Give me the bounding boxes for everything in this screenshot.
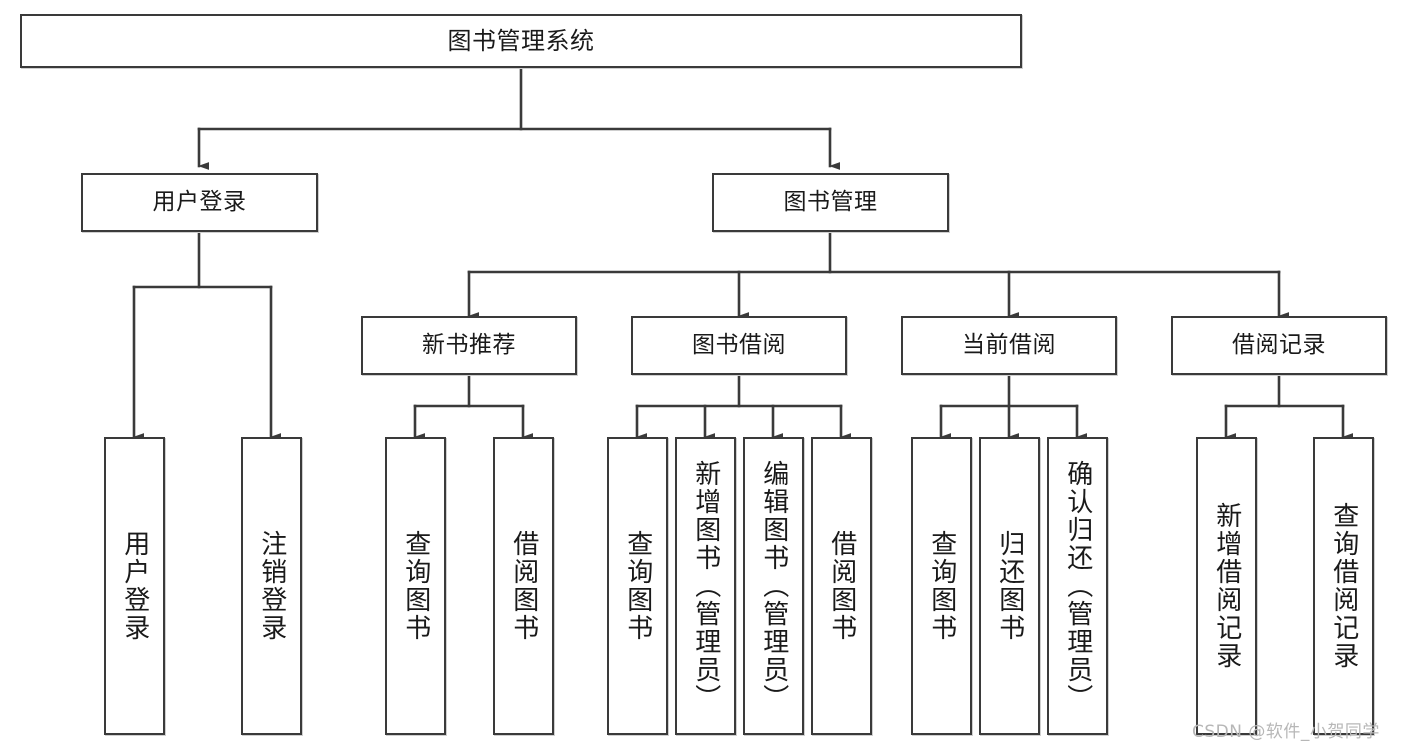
- node-root-label: 图书管理系统: [447, 26, 595, 55]
- node-new-book-recommend-label: 新书推荐: [422, 331, 516, 358]
- node-leaf-add-book[interactable]: 新增图书（管理员）: [675, 437, 736, 735]
- node-leaf-borrow-book-2-label: 借阅图书: [826, 530, 857, 642]
- node-leaf-edit-book-label: 编辑图书（管理员）: [758, 460, 789, 712]
- node-book-manage[interactable]: 图书管理: [712, 173, 949, 232]
- node-leaf-query-book-2[interactable]: 查询图书: [607, 437, 668, 735]
- node-borrow-record[interactable]: 借阅记录: [1171, 316, 1387, 375]
- node-leaf-query-book-3[interactable]: 查询图书: [911, 437, 972, 735]
- node-borrow-record-label: 借阅记录: [1232, 331, 1326, 358]
- node-leaf-confirm-return[interactable]: 确认归还（管理员）: [1047, 437, 1108, 735]
- node-leaf-user-login[interactable]: 用户登录: [104, 437, 165, 735]
- node-user-login[interactable]: 用户登录: [81, 173, 318, 232]
- node-leaf-query-book-3-label: 查询图书: [926, 530, 957, 642]
- node-leaf-add-record[interactable]: 新增借阅记录: [1196, 437, 1257, 735]
- node-user-login-label: 用户登录: [152, 188, 247, 215]
- node-leaf-logout-login-label: 注销登录: [256, 530, 287, 642]
- node-leaf-return-book-label: 归还图书: [994, 530, 1025, 642]
- node-leaf-return-book[interactable]: 归还图书: [979, 437, 1040, 735]
- node-book-borrow[interactable]: 图书借阅: [631, 316, 847, 375]
- node-leaf-borrow-book-2[interactable]: 借阅图书: [811, 437, 872, 735]
- node-book-borrow-label: 图书借阅: [692, 331, 786, 358]
- node-current-borrow[interactable]: 当前借阅: [901, 316, 1117, 375]
- node-leaf-borrow-book-1[interactable]: 借阅图书: [493, 437, 554, 735]
- node-leaf-user-login-label: 用户登录: [119, 530, 150, 642]
- node-leaf-query-book-1-label: 查询图书: [400, 530, 431, 642]
- node-leaf-query-record-label: 查询借阅记录: [1328, 502, 1359, 670]
- node-new-book-recommend[interactable]: 新书推荐: [361, 316, 577, 375]
- node-book-manage-label: 图书管理: [783, 188, 878, 215]
- node-current-borrow-label: 当前借阅: [962, 331, 1056, 358]
- node-leaf-confirm-return-label: 确认归还（管理员）: [1062, 460, 1093, 712]
- node-leaf-logout-login[interactable]: 注销登录: [241, 437, 302, 735]
- node-root[interactable]: 图书管理系统: [20, 14, 1022, 68]
- node-leaf-query-record[interactable]: 查询借阅记录: [1313, 437, 1374, 735]
- csdn-watermark: CSDN @软件_小贺同学: [1192, 722, 1380, 742]
- node-leaf-add-book-label: 新增图书（管理员）: [690, 460, 721, 712]
- node-leaf-query-book-1[interactable]: 查询图书: [385, 437, 446, 735]
- node-leaf-query-book-2-label: 查询图书: [622, 530, 653, 642]
- node-leaf-add-record-label: 新增借阅记录: [1211, 502, 1242, 670]
- node-leaf-borrow-book-1-label: 借阅图书: [508, 530, 539, 642]
- node-leaf-edit-book[interactable]: 编辑图书（管理员）: [743, 437, 804, 735]
